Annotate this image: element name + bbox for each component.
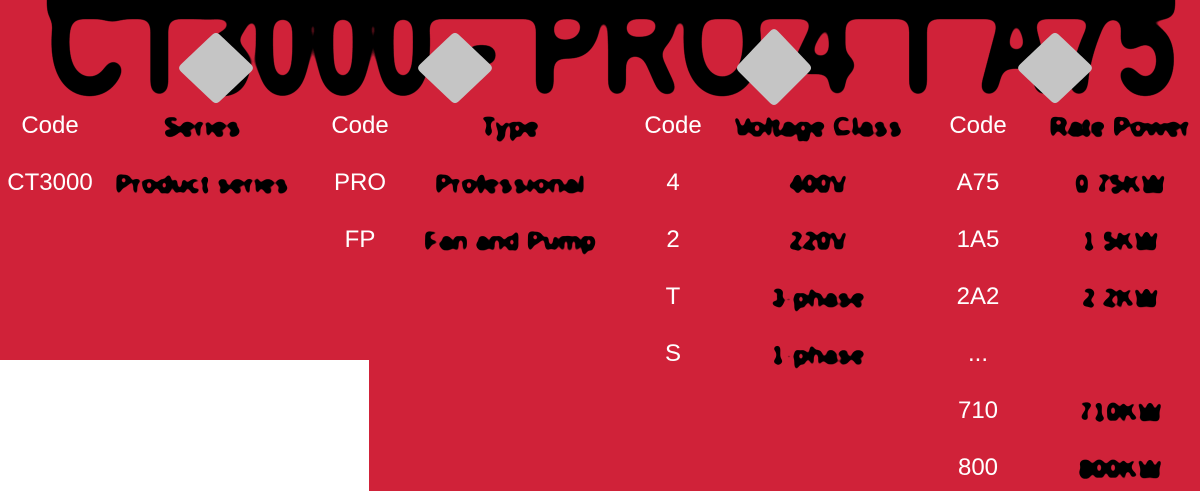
code-header-voltage-class: Code xyxy=(644,112,702,139)
meaning-header-blob-echo: Series xyxy=(163,124,241,154)
meaning-blob-echo: 1.5KW xyxy=(1082,240,1159,268)
meaning-header-blob: Voltage Class xyxy=(734,111,903,141)
meaning-blob-echo: 3-phase xyxy=(771,297,866,325)
meaning-header-blob-echo: Rate Power xyxy=(1049,124,1191,154)
banner-top-band xyxy=(48,0,1174,18)
meaning-blob: Fan and Pump xyxy=(424,227,596,255)
meaning-header-blob: Series xyxy=(163,111,241,141)
code-value-2a2: 2A2 xyxy=(956,283,1000,310)
meaning-blob: 800KW xyxy=(1078,455,1162,483)
meaning-blob-echo: 2.2KW xyxy=(1082,297,1159,325)
code-header-rate-power: Code xyxy=(949,112,1007,139)
connector-diamond-rate-power xyxy=(1017,32,1093,104)
meaning-blob-echo: 800KW xyxy=(1078,468,1162,491)
meaning-blob: 710KW xyxy=(1078,398,1162,426)
code-value-ct3000: CT3000 xyxy=(7,169,93,196)
meaning-header-blob: Type xyxy=(481,111,540,141)
meaning-header-blob: Rate Power xyxy=(1049,111,1191,141)
code-value-t: T xyxy=(665,283,681,310)
meaning-blob-echo: 710KW xyxy=(1078,411,1162,439)
meaning-blob: Professional xyxy=(435,170,585,198)
meaning-blob-echo: 1-phase xyxy=(771,354,866,382)
code-value-pro: PRO xyxy=(333,169,386,196)
code-header-type: Code xyxy=(331,112,389,139)
code-value-a75: A75 xyxy=(956,169,1000,196)
meaning-header-blob-echo: Voltage Class xyxy=(734,124,903,154)
meaning-blob-echo: Product series xyxy=(115,183,289,211)
banner-silhouette: CT3000 - PRO 4 T A75 xyxy=(48,0,1176,126)
code-value-s: S xyxy=(664,340,681,367)
meaning-blob-echo: Professional xyxy=(435,183,585,211)
meaning-header-blob-echo: Type xyxy=(481,124,540,154)
connector-diamond-series xyxy=(178,32,254,104)
connector-diamond-type xyxy=(417,32,493,104)
white-cutout xyxy=(0,360,369,491)
code-value-2: 2 xyxy=(666,226,680,253)
meaning-blob: 0.75KW xyxy=(1075,170,1166,198)
meaning-blob: Product series xyxy=(115,170,289,198)
meaning-blob: ... xyxy=(1110,341,1131,369)
code-value-ellipsis: ... xyxy=(967,340,988,367)
meaning-blob-echo: 0.75KW xyxy=(1075,183,1166,211)
code-value-710: 710 xyxy=(957,397,999,424)
code-value-fp: FP xyxy=(344,226,376,253)
meaning-blob: 400V xyxy=(789,170,848,198)
meaning-blob-echo: 220V xyxy=(789,240,848,268)
code-value-800: 800 xyxy=(957,454,999,481)
meaning-blob: 2.2KW xyxy=(1082,284,1159,312)
code-value-1a5: 1A5 xyxy=(956,226,1000,253)
code-value-4: 4 xyxy=(666,169,680,196)
meaning-blob: 1-phase xyxy=(771,341,866,369)
code-header-series: Code xyxy=(21,112,79,139)
meaning-blob-echo: 400V xyxy=(789,183,848,211)
meaning-blob: 3-phase xyxy=(771,284,866,312)
meaning-blob: 1.5KW xyxy=(1082,227,1159,255)
connector-diamond-voltage-class xyxy=(736,28,812,106)
meaning-blob-echo: Fan and Pump xyxy=(424,240,596,268)
meaning-blob: 220V xyxy=(789,227,848,255)
